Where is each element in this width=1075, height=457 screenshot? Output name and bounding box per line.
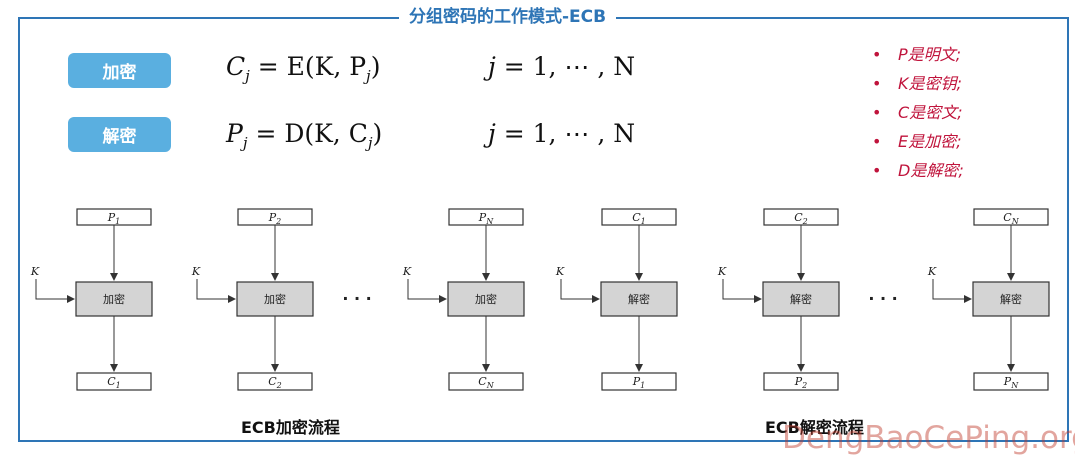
cipher-block <box>600 281 678 317</box>
cipher-block <box>447 281 525 317</box>
cipher-op-label: 加密 <box>264 292 286 306</box>
output-block <box>448 372 524 391</box>
output-label-sub: 1 <box>640 381 645 390</box>
note-item: • K是密钥; <box>872 69 964 98</box>
encrypt-range-var: j <box>488 52 496 81</box>
cipher-op-label: 解密 <box>790 292 812 306</box>
encrypt-label-badge: 加密 <box>68 53 171 88</box>
key-label: K <box>191 265 201 278</box>
cipher-block <box>236 281 314 317</box>
key-label: K <box>927 265 937 278</box>
bullet-icon: • <box>872 132 882 151</box>
watermark: DengBaoCePing.org <box>782 420 1075 456</box>
key-arrow <box>196 279 236 303</box>
input-label-sub: 2 <box>802 217 808 226</box>
note-text: E是加密; <box>898 132 962 151</box>
output-block <box>973 372 1049 391</box>
input-label-sub: 1 <box>641 217 646 226</box>
cipher-op-label: 加密 <box>103 292 125 306</box>
decrypt-formula-lhs: P <box>226 119 243 148</box>
output-block <box>237 372 313 391</box>
decrypt-formula-rhs-sub: j <box>367 134 373 152</box>
decrypt-formula-tail: ) <box>372 119 383 148</box>
decrypt-flow-caption: ECB解密流程 <box>765 418 864 437</box>
key-arrow <box>932 279 972 303</box>
key-label: K <box>30 265 40 278</box>
decrypt-range-values: = 1, ⋯ , N <box>503 119 636 148</box>
output-label-sub: 1 <box>116 381 121 390</box>
decrypt-range-var: j <box>488 119 496 148</box>
note-item: • E是加密; <box>872 127 964 156</box>
encrypt-formula-rhs-sub: j <box>366 67 371 85</box>
output-label-sub: N <box>486 381 495 390</box>
key-arrow <box>35 279 75 303</box>
encrypt-formula: Cj = E(K, Pj) <box>226 52 380 85</box>
encrypt-formula-rhs: = E(K, P <box>257 52 367 81</box>
decrypt-formula-lhs-sub: j <box>242 134 248 152</box>
encrypt-formula-tail: ) <box>370 52 381 81</box>
bullet-icon: • <box>872 103 882 122</box>
output-label-sub: 2 <box>801 381 807 390</box>
cipher-op-label: 解密 <box>1000 292 1022 306</box>
key-arrow <box>407 279 447 303</box>
output-label-sub: 2 <box>276 381 282 390</box>
note-item: • P是明文; <box>872 40 964 69</box>
key-arrow <box>722 279 762 303</box>
encrypt-flow-caption: ECB加密流程 <box>241 418 340 437</box>
legend-notes: • P是明文; • K是密钥; • C是密文; • E是加密; • D是解密; <box>872 40 964 185</box>
encrypt-range: j = 1, ⋯ , N <box>488 52 635 81</box>
bullet-icon: • <box>872 161 882 180</box>
key-label: K <box>402 265 412 278</box>
input-label-sub: N <box>1011 217 1020 226</box>
encrypt-formula-lhs: C <box>226 52 246 81</box>
cipher-block <box>762 281 840 317</box>
encrypt-range-values: = 1, ⋯ , N <box>503 52 636 81</box>
output-block <box>601 372 677 391</box>
input-label-sub: 2 <box>275 217 281 226</box>
cipher-op-label: 解密 <box>628 292 650 306</box>
output-block <box>763 372 839 391</box>
decrypt-label-badge: 解密 <box>68 117 171 152</box>
cipher-op-label: 加密 <box>475 292 497 306</box>
note-text: C是密文; <box>898 103 963 122</box>
note-text: P是明文; <box>898 45 962 64</box>
decrypt-formula: Pj = D(K, Cj) <box>226 119 382 152</box>
ellipsis: · · · <box>342 289 371 308</box>
output-label-sub: N <box>1010 381 1019 390</box>
note-item: • C是密文; <box>872 98 964 127</box>
input-label-sub: N <box>485 217 494 226</box>
decrypt-formula-rhs: = D(K, C <box>255 119 368 148</box>
decrypt-range: j = 1, ⋯ , N <box>488 119 635 148</box>
bullet-icon: • <box>872 45 882 64</box>
flow-group: P1加密KC1P2加密KC2PN加密KCNC1解密KP1C2解密KP2CN解密K… <box>30 208 1050 391</box>
key-label: K <box>717 265 727 278</box>
ellipsis: · · · <box>868 289 897 308</box>
note-text: K是密钥; <box>898 74 962 93</box>
page-title: 分组密码的工作模式-ECB <box>399 6 617 28</box>
key-label: K <box>555 265 565 278</box>
input-label-sub: 1 <box>115 217 120 226</box>
note-item: • D是解密; <box>872 156 964 185</box>
note-text: D是解密; <box>898 161 964 180</box>
encrypt-formula-lhs-sub: j <box>245 67 250 85</box>
key-arrow <box>560 279 600 303</box>
output-block <box>76 372 152 391</box>
bullet-icon: • <box>872 74 882 93</box>
